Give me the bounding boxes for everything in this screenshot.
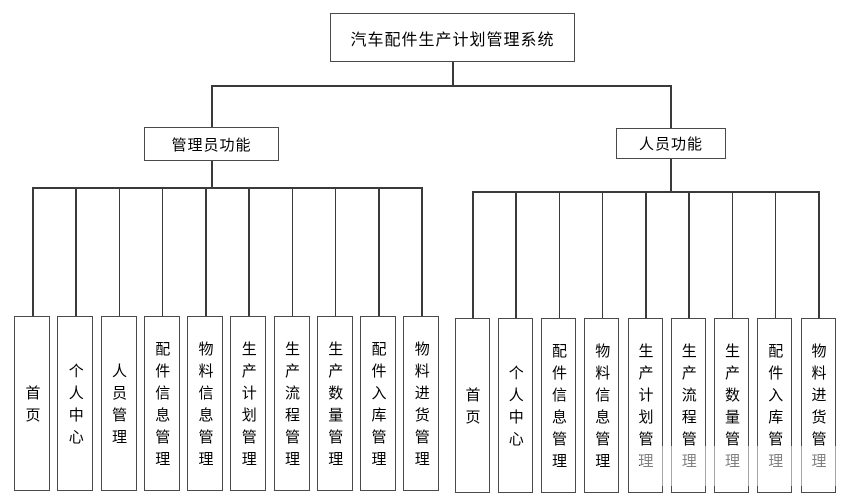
connector-line <box>688 191 690 319</box>
root-node: 汽车配件生产计划管理系统 <box>330 13 575 62</box>
connector-line <box>211 85 213 128</box>
connector-line <box>248 187 250 317</box>
connector-line <box>75 187 77 317</box>
leaf-node: 物料信息管理 <box>584 318 620 493</box>
connector-line <box>452 62 454 86</box>
leaf-node: 首页 <box>454 318 490 493</box>
connector-line <box>291 187 293 317</box>
connector-line <box>670 158 672 192</box>
leaf-node: 生产流程管理 <box>670 318 706 493</box>
leaf-node: 物料进货管理 <box>403 316 440 491</box>
leaf-node: 生产计划管理 <box>230 316 267 491</box>
leaf-node: 配件信息管理 <box>143 316 180 491</box>
leaf-node: 人员管理 <box>100 316 137 491</box>
connector-line <box>670 85 672 129</box>
connector-line <box>118 187 120 317</box>
connector-line <box>334 187 337 317</box>
connector-line <box>558 191 560 319</box>
connector-line <box>161 187 164 317</box>
leaf-node: 物料信息管理 <box>187 316 223 491</box>
connector-line <box>32 187 423 189</box>
connector-line <box>378 187 380 317</box>
connector-line <box>818 191 820 319</box>
connector-line <box>32 187 34 317</box>
leaf-node: 生产计划管理 <box>627 318 663 493</box>
leaf-node: 个人中心 <box>57 316 94 491</box>
connector-line <box>421 187 423 317</box>
connector-line <box>774 191 777 319</box>
connector-line <box>731 191 733 319</box>
leaf-node: 首页 <box>14 316 50 491</box>
connector-line <box>515 191 517 319</box>
leaf-node: 个人中心 <box>497 318 533 493</box>
leaf-node: 配件信息管理 <box>541 318 576 493</box>
leaf-node: 配件入库管理 <box>757 318 793 493</box>
branch-node-admin: 管理员功能 <box>144 127 279 161</box>
leaf-node: 配件入库管理 <box>360 316 396 491</box>
connector-line <box>601 191 604 319</box>
leaf-node: 生产数量管理 <box>714 318 749 493</box>
leaf-node: 生产数量管理 <box>316 316 353 491</box>
branch-node-staff: 人员功能 <box>616 128 726 159</box>
leaf-node: 物料进货管理 <box>800 318 836 493</box>
connector-line <box>645 191 647 319</box>
connector-line <box>211 85 672 87</box>
connector-line <box>205 187 207 317</box>
connector-line <box>211 160 213 188</box>
connector-line <box>472 191 474 319</box>
leaf-node: 生产流程管理 <box>273 316 310 491</box>
